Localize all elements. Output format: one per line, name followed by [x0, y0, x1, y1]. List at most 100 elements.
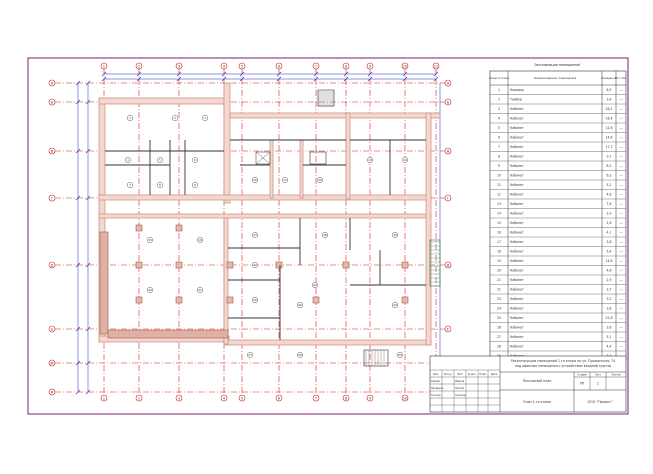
grid-axis-bubble: [48, 261, 56, 269]
ramp: [429, 239, 441, 287]
table-cell: Кабинет: [510, 240, 524, 244]
table-cell: —: [619, 107, 622, 111]
grid-axis-label: А: [51, 81, 54, 85]
signature-header: Лист: [457, 373, 464, 376]
table-cell: —: [619, 97, 622, 101]
wall: [269, 139, 274, 199]
table-cell: —: [619, 164, 622, 168]
table-cell: Кабинет: [510, 297, 524, 301]
room-badge: [246, 352, 253, 359]
table-cell: Кабинет: [510, 202, 524, 206]
grid-axis-bubble: [432, 62, 440, 70]
column: [401, 296, 409, 304]
table-cell: 19: [497, 259, 501, 263]
table-cell: —: [619, 240, 622, 244]
column: [175, 224, 183, 232]
table-cell: 17: [497, 240, 501, 244]
table-cell: 9: [498, 164, 500, 168]
room-badge: [397, 352, 404, 359]
table-cell: 18: [497, 249, 501, 253]
grid-axis-bubble: [220, 62, 228, 70]
table-cell: Кабинет: [510, 221, 524, 225]
title-block-label: Листов: [612, 374, 622, 377]
grid-axis-bubble: [366, 62, 374, 70]
table-cell: Кабинет: [510, 287, 524, 291]
room-number: 25: [253, 298, 257, 302]
table-cell: —: [619, 173, 622, 177]
grid-axis-label: 2: [138, 396, 140, 400]
table-cell: 9,7: [607, 154, 612, 158]
wall: [98, 194, 432, 201]
table-cell: Кабинет: [510, 183, 524, 187]
grid-axis-label: 1: [103, 64, 105, 68]
toilet-booth: [309, 151, 327, 165]
room-number: 27: [248, 353, 252, 357]
room-badge: [156, 156, 163, 163]
grid-axis-bubble: [100, 62, 108, 70]
signature-header: № док.: [468, 373, 477, 376]
room-badge: [392, 302, 399, 309]
column: [401, 261, 409, 269]
table-cell: Кабинет: [510, 135, 524, 139]
table-cell: 6,3: [607, 173, 612, 177]
table-cell: Кабинет: [510, 278, 524, 282]
room-badge: [282, 176, 289, 183]
room-badge: [251, 231, 258, 238]
grid-axis-label: 3: [178, 396, 180, 400]
table-cell: Кабинет: [510, 154, 524, 158]
signature-role: Разраб.: [431, 380, 441, 383]
grid-axis-bubble: [401, 62, 409, 70]
room-badge: [251, 262, 258, 269]
grid-axis-label: И: [51, 390, 54, 394]
table-cell: 14,8: [606, 259, 613, 263]
grid-axis-bubble: [48, 79, 56, 87]
grid-axis-label: А: [447, 81, 450, 85]
room-number: 1: [129, 116, 131, 120]
grid-axis-bubble: [444, 325, 452, 333]
room-schedule-title: Экспликация помещений: [533, 63, 580, 67]
grid-axis-bubble: [48, 388, 56, 396]
title-block-label: Лист: [595, 374, 602, 377]
project-title: Реконструкция помещений 1-го этажа по ул…: [511, 359, 615, 363]
room-number: 16: [198, 238, 202, 242]
room-badge: [297, 302, 304, 309]
table-cell: 8: [498, 154, 500, 158]
wall: [223, 339, 432, 346]
room-badge: [402, 156, 409, 163]
column: [226, 261, 234, 269]
room-badge: [146, 236, 153, 243]
room-badge: [367, 156, 374, 163]
room-number: 18: [323, 233, 327, 237]
grid-axis-bubble: [48, 98, 56, 106]
grid-axis-label: 5: [241, 396, 243, 400]
table-cell: —: [619, 116, 622, 120]
signature-header: Кол.уч: [444, 373, 453, 376]
grid-axis-label: 4: [223, 396, 225, 400]
grid-axis-label: Г: [447, 196, 449, 200]
table-cell: Кабинет: [510, 173, 524, 177]
table-cell: —: [619, 211, 622, 215]
column: [135, 261, 143, 269]
table-cell: 14,8: [606, 135, 613, 139]
room-badge: [146, 287, 153, 294]
column: [175, 296, 183, 304]
table-cell: 3,9: [607, 211, 612, 215]
table-cell: Кабинет: [510, 192, 524, 196]
room-number: 3: [204, 116, 206, 120]
grid-axis-bubble: [444, 147, 452, 155]
grid-axis-bubble: [48, 359, 56, 367]
table-cell: Кабинет: [510, 335, 524, 339]
grid-axis-label: 7: [315, 396, 317, 400]
stair: [363, 349, 389, 367]
grid-axis-bubble: [48, 194, 56, 202]
table-cell: 8,9: [607, 88, 612, 92]
room-number: 4: [127, 158, 129, 162]
column: [226, 296, 234, 304]
room-badge: [196, 287, 203, 294]
grid-axis-label: Д: [51, 263, 54, 267]
table-cell: 5,1: [607, 335, 612, 339]
table-header-cell: Номер по плану: [489, 77, 510, 80]
table-cell: —: [619, 306, 622, 310]
table-cell: 11: [497, 183, 501, 187]
